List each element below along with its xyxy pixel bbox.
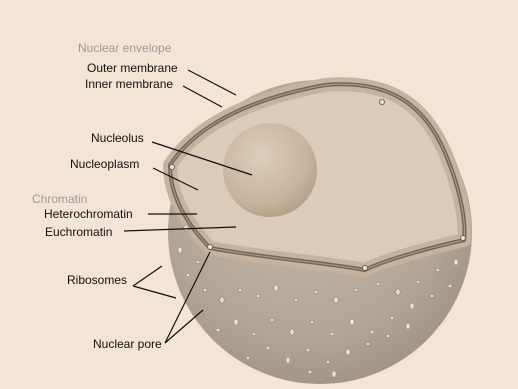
ribosome — [436, 268, 440, 272]
label-nucleolus: Nucleolus — [91, 131, 144, 145]
ribosome — [454, 259, 458, 265]
ribosome — [196, 260, 200, 264]
label-heterochromatin: Heterochromatin — [44, 207, 133, 221]
label-inner-membrane: Inner membrane — [85, 77, 173, 91]
ribosome — [334, 297, 338, 303]
label-chromatin: Chromatin — [32, 192, 87, 206]
ribosome — [308, 370, 312, 374]
ribosome — [203, 288, 207, 292]
ribosome — [178, 247, 182, 253]
ribosome — [448, 284, 452, 288]
ribosome — [238, 288, 242, 292]
pore — [208, 245, 213, 250]
label-nucleoplasm: Nucleoplasm — [70, 157, 139, 171]
ribosome — [220, 297, 224, 303]
label-outer-membrane: Outer membrane — [87, 61, 178, 75]
leader-nuclear-pore-2 — [165, 310, 203, 343]
ribosome — [376, 282, 380, 286]
ribosome — [270, 318, 274, 322]
ribosome — [406, 323, 410, 329]
ribosome — [410, 303, 414, 309]
ribosome — [354, 288, 358, 292]
label-euchromatin: Euchromatin — [45, 225, 112, 239]
leader-inner-membrane — [183, 86, 222, 107]
label-nuclear-pore: Nuclear pore — [93, 337, 162, 351]
ribosome — [390, 316, 394, 320]
ribosome — [246, 356, 250, 360]
ribosome — [430, 294, 434, 298]
ribosome — [234, 319, 238, 325]
leader-ribosomes-1 — [133, 266, 162, 286]
ribosome — [186, 273, 190, 277]
pore — [461, 236, 466, 241]
ribosome — [314, 290, 318, 294]
label-nuclear-envelope: Nuclear envelope — [78, 41, 171, 55]
ribosome — [386, 334, 390, 338]
ribosome — [332, 371, 336, 377]
pore — [170, 165, 175, 170]
ribosome — [330, 332, 334, 336]
ribosome — [396, 289, 400, 295]
leader-outer-membrane — [188, 70, 236, 95]
ribosome — [286, 357, 290, 363]
ribosome — [370, 330, 374, 334]
ribosome — [306, 348, 310, 352]
pore — [380, 100, 385, 105]
ribosome — [310, 320, 314, 324]
ribosome — [366, 342, 370, 346]
ribosome — [416, 280, 420, 284]
label-ribosomes: Ribosomes — [67, 273, 127, 287]
ribosome — [326, 360, 330, 364]
ribosome — [256, 294, 260, 298]
ribosome — [290, 329, 294, 335]
ribosome — [266, 346, 270, 350]
ribosome — [294, 298, 298, 302]
leader-ribosomes-2 — [133, 286, 176, 298]
ribosome — [216, 328, 220, 332]
ribosome — [252, 332, 256, 336]
ribosome — [350, 319, 354, 325]
pore — [363, 266, 368, 271]
ribosome — [274, 285, 278, 291]
ribosome — [346, 349, 350, 355]
ribosome — [184, 225, 188, 231]
